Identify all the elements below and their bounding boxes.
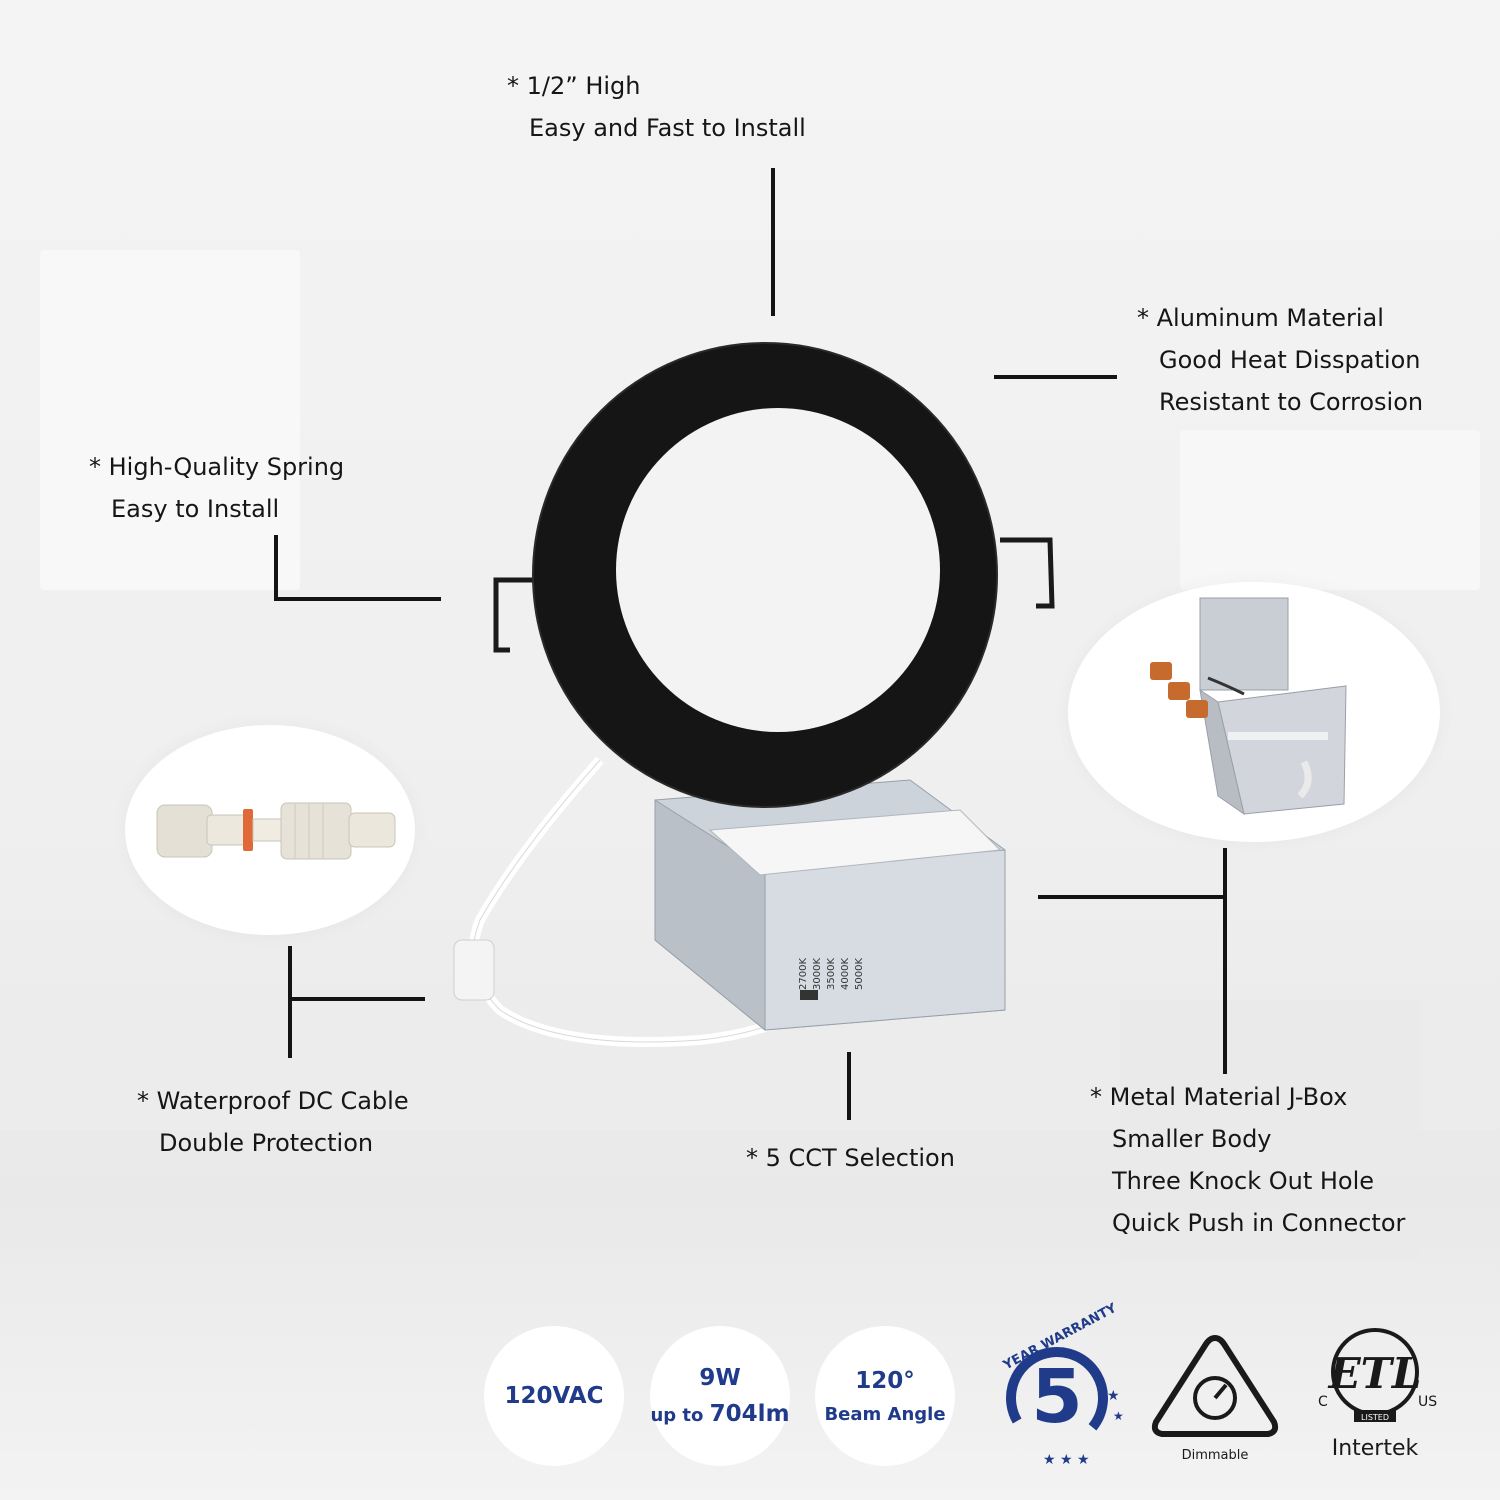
feature-height: * 1/2” High Easy and Fast to Install: [507, 65, 806, 149]
bg-cabinet: [1120, 1000, 1420, 1260]
feature-cable-detail: Double Protection: [159, 1129, 374, 1157]
etl-listed-text: LISTED: [1361, 1413, 1389, 1422]
lumens-line: up to 704lm: [650, 1401, 789, 1427]
feature-cable: * Waterproof DC Cable Double Protection: [137, 1080, 409, 1164]
callout-line-height: [771, 168, 775, 316]
etl-brand: Intertek: [1331, 1436, 1419, 1461]
recessed-light-product: [453, 342, 1055, 1047]
feature-aluminum-title: * Aluminum Material: [1137, 304, 1384, 332]
star-icon: ★: [1113, 1409, 1124, 1423]
lumens-value: 704lm: [709, 1401, 790, 1427]
feature-cct-title: * 5 CCT Selection: [746, 1144, 955, 1172]
junction-box-icon: [1150, 597, 1347, 816]
feature-jbox: * Metal Material J-Box Smaller Body Thre…: [1090, 1076, 1405, 1244]
feature-height-detail: Easy and Fast to Install: [529, 114, 806, 142]
feature-cct: * 5 CCT Selection: [746, 1137, 955, 1179]
voltage-badge: 120VAC: [484, 1326, 624, 1466]
cct-option: 4000K: [840, 957, 851, 990]
power-value: 9W: [699, 1365, 741, 1391]
feature-jbox-detail-2: Three Knock Out Hole: [1112, 1167, 1375, 1195]
warranty-logo: 5 ★ ★ ★ ★ ★ YEAR WARRANTY: [995, 1301, 1125, 1470]
beam-angle-value: 120°: [855, 1367, 915, 1394]
warranty-number: 5: [1031, 1354, 1083, 1440]
driver-box: [654, 779, 1006, 1032]
cct-option: 2700K: [798, 957, 809, 990]
warranty-ring-icon: 5 ★ ★ ★ ★ ★: [1006, 1347, 1124, 1468]
spring-clip-right: [1000, 537, 1055, 609]
callout-line-cct: [847, 1052, 851, 1120]
lumens-prefix: up to: [650, 1405, 704, 1426]
feature-spring-detail: Easy to Install: [111, 495, 280, 523]
feature-jbox-detail-1: Smaller Body: [1112, 1125, 1272, 1153]
dimmable-logo: Dimmable: [1150, 1330, 1280, 1465]
etl-us-mark: US: [1418, 1394, 1437, 1410]
voltage-value: 120VAC: [504, 1383, 604, 1409]
star-icon: ★: [1107, 1388, 1120, 1404]
cct-option-list: 2700K 3000K 3500K 4000K 5000K: [798, 950, 878, 990]
feature-jbox-title: * Metal Material J-Box: [1090, 1083, 1348, 1111]
callout-line-aluminum: [994, 375, 1117, 379]
power-badge: 9W up to 704lm: [650, 1326, 790, 1466]
feature-jbox-detail-3: Quick Push in Connector: [1112, 1209, 1406, 1237]
callout-line-cable-horizontal: [288, 997, 425, 1001]
dimmable-label: Dimmable: [1181, 1448, 1249, 1463]
callout-line-jbox-horizontal: [1038, 895, 1227, 899]
cct-option: 5000K: [854, 957, 865, 990]
callout-line-jbox-vertical: [1223, 848, 1227, 1074]
spring-clip-left: [493, 577, 550, 653]
beam-angle-badge: 120° Beam Angle: [815, 1326, 955, 1466]
diffuser-lens: [616, 408, 940, 732]
feature-cable-title: * Waterproof DC Cable: [137, 1087, 409, 1115]
junction-box-bubble: [1068, 582, 1440, 842]
callout-line-spring-horizontal: [274, 597, 441, 601]
callout-line-cable-vertical: [288, 946, 292, 1058]
feature-aluminum-detail-2: Resistant to Corrosion: [1159, 388, 1424, 416]
bg-window-left: [40, 250, 300, 590]
feature-aluminum: * Aluminum Material Good Heat Disspation…: [1137, 297, 1423, 423]
feature-spring: * High-Quality Spring Easy to Install: [89, 446, 344, 530]
etl-c-mark: C: [1318, 1394, 1328, 1410]
feature-aluminum-detail-1: Good Heat Disspation: [1159, 346, 1421, 374]
feature-spring-title: * High-Quality Spring: [89, 453, 345, 481]
feature-height-title: * 1/2” High: [507, 72, 641, 100]
etl-logo: ETL C US LISTED Intertek: [1310, 1328, 1440, 1468]
cable-connector-bubble: [125, 725, 415, 935]
dimmable-icon: [1151, 1334, 1279, 1437]
cct-option: 3500K: [826, 957, 837, 990]
bg-window-right: [1180, 430, 1480, 590]
etl-mark: ETL: [1328, 1349, 1422, 1398]
star-icon: ★ ★ ★: [1043, 1452, 1090, 1468]
waterproof-connector-icon: [156, 802, 396, 860]
callout-line-spring-vertical: [274, 535, 278, 601]
etl-listed-icon: ETL C US LISTED: [1318, 1328, 1437, 1422]
cct-option: 3000K: [812, 957, 823, 990]
cable-connector: [453, 939, 495, 1001]
beam-angle-label: Beam Angle: [824, 1403, 946, 1425]
